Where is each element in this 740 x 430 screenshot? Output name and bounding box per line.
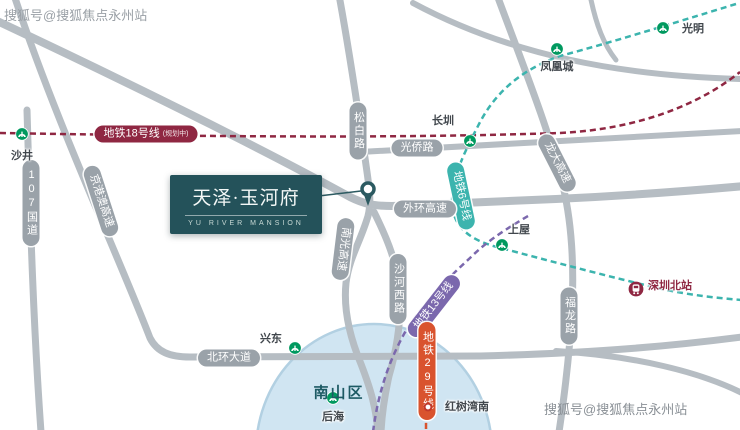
metro18-status: (规划中) xyxy=(162,130,189,138)
station-label-changzhen: 长圳 xyxy=(432,115,454,127)
road-label-beihuan: 北环大道 xyxy=(198,349,260,367)
road-jinggangao-beihuan xyxy=(11,0,740,361)
railway-station-icon xyxy=(628,281,644,297)
road-label-shahexi: 沙河西路 xyxy=(389,254,407,324)
road-107 xyxy=(23,106,45,430)
metro18-label: 地铁18号线 xyxy=(103,127,160,140)
property-pin-point xyxy=(364,195,372,206)
road-label-fulong: 福龙路 xyxy=(560,287,578,345)
district-label: 南山区 xyxy=(313,384,365,402)
watermark-top: 搜狐号@搜狐焦点永州站 xyxy=(4,8,148,23)
road-waihuan xyxy=(0,17,740,211)
metro-station-icon xyxy=(326,391,340,405)
station-label-fenghuangcheng: 凤凰城 xyxy=(540,61,574,73)
metro29-label-pill: 地铁29号线 xyxy=(418,322,436,420)
station-label-shajing: 沙井 xyxy=(11,150,33,162)
road-top-right-branch xyxy=(588,0,619,63)
property-pin-circle xyxy=(360,181,376,197)
metro-station-icon xyxy=(656,21,670,35)
station-label-houhai: 后海 xyxy=(322,411,344,423)
metro-station-icon xyxy=(550,42,564,56)
watermark-bottom: 搜狐号@搜狐焦点永州站 xyxy=(544,402,688,417)
metro18-label-pill: 地铁18号线 (规划中) xyxy=(94,125,198,143)
metro-station-icon xyxy=(495,238,509,252)
property-name: 天泽·玉河府 xyxy=(192,188,300,209)
metro-station-icon xyxy=(288,341,302,355)
road-label-songbai: 松白路 xyxy=(349,102,367,160)
road-shahexi xyxy=(370,208,404,430)
interchange-dot-icon xyxy=(423,402,433,412)
station-label-guangming: 光明 xyxy=(682,23,704,35)
road-top-right xyxy=(410,0,740,82)
station-label-shangwu: 上屋 xyxy=(508,224,530,236)
station-label-hongshuwannan: 红树湾南 xyxy=(445,401,489,413)
road-longda-fulong xyxy=(495,0,577,430)
road-label-107: 107国道 xyxy=(22,160,40,246)
road-label-waihuan: 外环高速 xyxy=(394,200,456,218)
road-label-guangqiao: 光侨路 xyxy=(391,139,443,157)
property-divider xyxy=(185,215,307,216)
metro-station-icon xyxy=(463,134,477,148)
station-label-xingdong: 兴东 xyxy=(260,333,282,345)
property-card: 天泽·玉河府 YU RIVER MANSION xyxy=(170,175,322,234)
station-label-shenzhenbei: 深圳北站 xyxy=(648,280,692,292)
road-bottom-right xyxy=(553,348,740,396)
metro-station-icon xyxy=(15,127,29,141)
property-subtitle: YU RIVER MANSION xyxy=(188,220,304,227)
metro-line-6 xyxy=(450,2,740,302)
